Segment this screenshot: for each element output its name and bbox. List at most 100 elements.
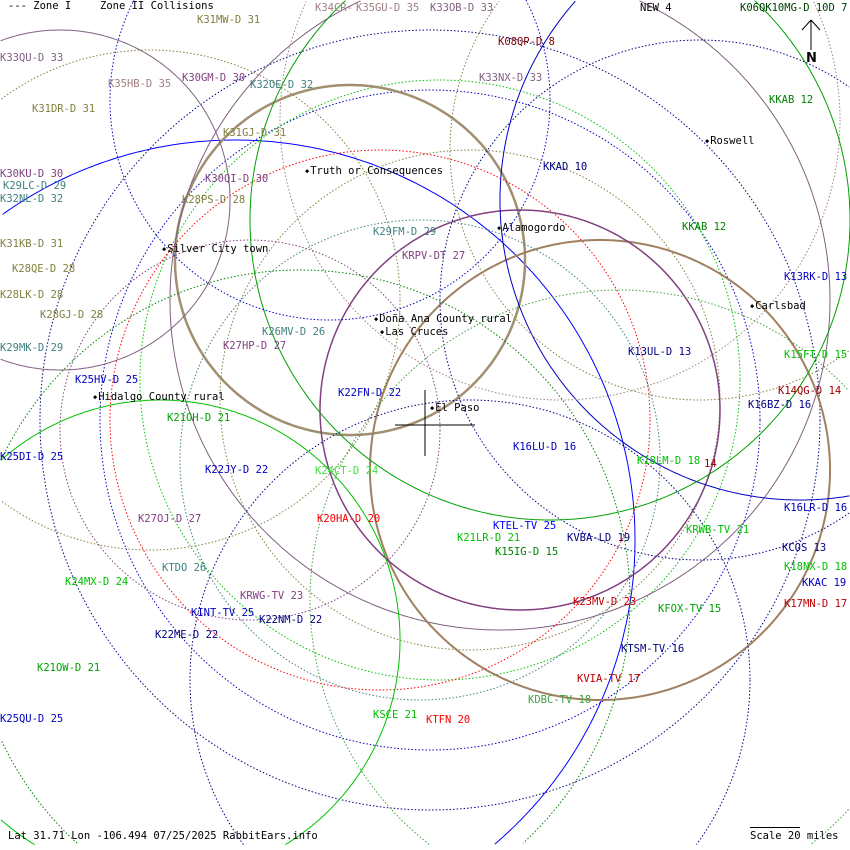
station-label[interactable]: K06QK10MG-D 10D 7 — [740, 2, 848, 14]
station-label[interactable]: K31DR-D 31 — [32, 103, 96, 115]
station-label[interactable]: K33NX-D 33 — [479, 72, 543, 84]
station-label[interactable]: K22FN-D 22 — [338, 387, 402, 399]
station-label[interactable]: K15IG-D 15 — [495, 546, 559, 558]
station-label[interactable]: K14QG-D 14 — [778, 385, 842, 397]
city-marker: Silver City town — [162, 243, 268, 255]
station-label[interactable]: K30GM-D 30 — [182, 72, 246, 84]
footer-info: Lat 31.71 Lon -106.494 07/25/2025 Rabbit… — [8, 830, 318, 842]
station-label[interactable]: K30QI-D 30 — [205, 173, 269, 185]
station-label[interactable]: KRWG-TV 23 — [240, 590, 304, 602]
station-label[interactable]: K31GJ-D 31 — [223, 127, 287, 139]
coverage-contour — [179, 219, 661, 701]
station-label[interactable]: KRPV-DT 27 — [402, 250, 466, 262]
station-label[interactable]: KKAB 12 — [682, 221, 727, 233]
station-label[interactable]: NEW 4 — [640, 2, 672, 14]
coverage-contour — [2, 139, 636, 845]
station-label[interactable]: K24MX-D 24 — [65, 576, 129, 588]
city-marker: Carlsbad — [750, 300, 806, 312]
station-label[interactable]: K20HA-D 20 — [317, 513, 381, 525]
city-marker: Alamogordo — [497, 222, 565, 234]
coverage-contour — [39, 29, 821, 811]
station-label[interactable]: K28GJ-D 28 — [40, 309, 104, 321]
coverage-contour — [189, 399, 751, 845]
coverage-contour — [109, 0, 551, 321]
station-label[interactable]: K35HB-D 35 — [108, 78, 172, 90]
station-label[interactable]: K08QP-D 8 — [498, 36, 555, 48]
city-marker: Hidalgo County rural — [93, 391, 224, 403]
station-label[interactable]: K21OH-D 21 — [167, 412, 231, 424]
station-label[interactable]: K17MN-D 17 — [784, 598, 848, 610]
city-marker: Roswell — [705, 135, 754, 147]
station-label[interactable]: KTEL-TV 25 — [493, 520, 557, 532]
station-label[interactable]: K29FM-D 29 — [373, 226, 437, 238]
station-label[interactable]: KDBC-TV 18 — [528, 694, 592, 706]
coverage-contour — [309, 289, 849, 845]
station-label[interactable]: K22ME-D 22 — [155, 629, 219, 641]
station-label[interactable]: K18LM-D 18 — [637, 455, 701, 467]
station-label[interactable]: KVIA-TV 17 — [577, 673, 641, 685]
station-label[interactable]: K31MW-D 31 — [197, 14, 261, 26]
station-label[interactable]: K16BZ-D 16 — [748, 399, 812, 411]
station-label[interactable]: K33QU-D 33 — [0, 52, 64, 64]
station-label[interactable]: K22NM-D 22 — [259, 614, 323, 626]
station-label[interactable]: K13UL-D 13 — [628, 346, 692, 358]
station-label[interactable]: KTDO 26 — [162, 562, 207, 574]
scale-bar — [750, 827, 800, 828]
station-label[interactable]: K21OW-D 21 — [37, 662, 101, 674]
station-label[interactable]: K28QE-D 28 — [12, 263, 76, 275]
station-label[interactable]: K21LR-D 21 — [457, 532, 521, 544]
station-label[interactable]: K25HV-D 25 — [75, 374, 139, 386]
station-label[interactable]: KKAC 19 — [802, 577, 847, 589]
station-label[interactable]: K23MV-D 23 — [573, 596, 637, 608]
station-label[interactable]: KCOS 13 — [782, 542, 827, 554]
station-label[interactable]: K29LC-D 29 — [3, 180, 67, 192]
station-label[interactable]: K27OJ-D 27 — [138, 513, 202, 525]
coverage-contour — [279, 1, 841, 401]
station-label[interactable]: KTFN 20 — [426, 714, 471, 726]
station-label[interactable]: K16LR-D 16 — [784, 502, 848, 514]
station-label[interactable]: K34CR- — [315, 2, 353, 14]
station-label[interactable]: KINT-TV 25 — [191, 607, 255, 619]
station-label[interactable]: K15FT-D 15 — [784, 349, 848, 361]
station-label[interactable]: 14 — [704, 458, 717, 470]
station-label[interactable]: K33OB-D 33 — [430, 2, 494, 14]
coverage-contour — [0, 269, 631, 844]
station-label[interactable]: K32NL-D 32 — [0, 193, 64, 205]
station-label[interactable]: K28LK-D 28 — [0, 289, 64, 301]
station-label[interactable]: K26MV-D 26 — [262, 326, 326, 338]
station-label[interactable]: K25DI-D 25 — [0, 451, 64, 463]
station-label[interactable]: K27HP-D 27 — [223, 340, 287, 352]
station-label[interactable]: KVBA-LD 19 — [567, 532, 631, 544]
station-label[interactable]: K22JY-D 22 — [205, 464, 269, 476]
coverage-contour — [439, 39, 850, 561]
station-label[interactable]: K32OE-D 32 — [250, 79, 314, 91]
city-marker: El Paso — [430, 402, 479, 414]
station-label[interactable]: KRWB-TV 21 — [686, 524, 750, 536]
coverage-contour — [1, 49, 401, 551]
coverage-contour — [139, 79, 741, 681]
station-label[interactable]: KFOX-TV 15 — [658, 603, 722, 615]
coverage-contour — [99, 89, 761, 751]
coverage-contour — [449, 1, 849, 401]
station-label[interactable]: K29MK-D 29 — [0, 342, 64, 354]
scale-label: Scale 20 miles — [750, 830, 839, 842]
station-label[interactable]: K25QU-D 25 — [0, 713, 64, 725]
station-label[interactable]: K24CT-D 24 — [315, 465, 379, 477]
station-label[interactable]: K16LU-D 16 — [513, 441, 577, 453]
coverage-contour — [249, 0, 850, 521]
station-label[interactable]: K18NX-D 18 — [784, 561, 848, 573]
station-label[interactable]: KKAD 10 — [543, 161, 588, 173]
station-label[interactable]: KSCE 21 — [373, 709, 418, 721]
station-label[interactable]: K28PS-D 28 — [182, 194, 246, 206]
station-label[interactable]: KKAB 12 — [769, 94, 814, 106]
coverage-contour — [169, 0, 831, 631]
station-label[interactable]: K13RK-D 13 — [784, 271, 848, 283]
station-label[interactable]: K30KU-D 30 — [0, 168, 64, 180]
station-label[interactable]: KTSM-TV 16 — [621, 643, 685, 655]
station-label[interactable]: K31KB-D 31 — [0, 238, 64, 250]
station-label[interactable]: K35GU-D 35 — [356, 2, 420, 14]
coverage-contour — [59, 239, 441, 621]
city-marker: Doña Ana County rural — [374, 313, 512, 325]
coverage-contour — [319, 209, 721, 611]
